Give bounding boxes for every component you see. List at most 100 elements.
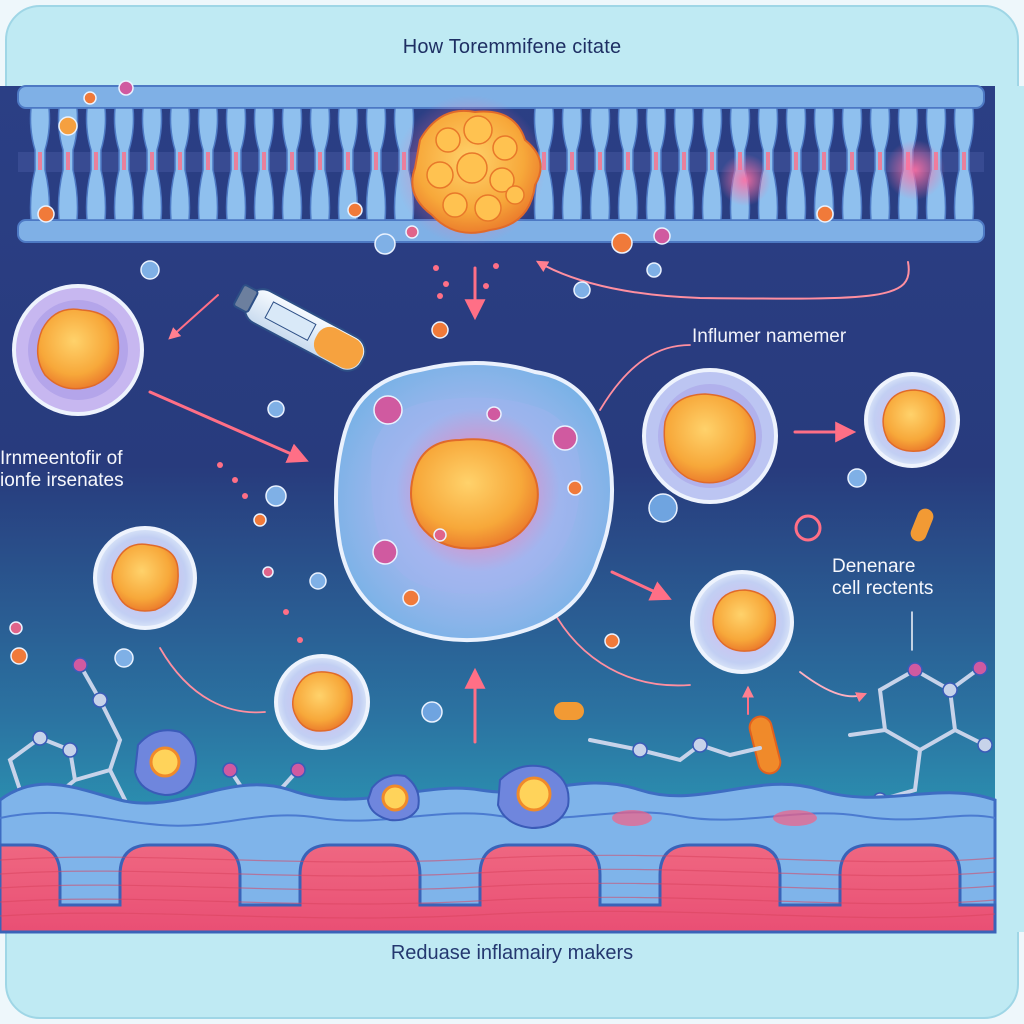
particle: [83, 91, 97, 105]
particle: [816, 205, 834, 223]
lower-right-cell: [690, 570, 794, 674]
footer-caption: Reduase inflamairy makers: [390, 942, 634, 964]
cluster-granule: [435, 127, 461, 153]
lipid-tail-marker: [374, 152, 378, 170]
immune-cell-2-core: [381, 784, 409, 812]
particle: [604, 633, 620, 649]
callout-left-line-2: ionfe irsenates: [0, 469, 124, 491]
molecule-atom: [632, 742, 648, 758]
particle: [262, 566, 274, 578]
molecule-atom: [72, 657, 88, 673]
lipid-tail-marker: [122, 152, 126, 170]
immune-cell-3-core: [516, 776, 552, 812]
immune-cell-1-core: [149, 746, 181, 778]
lipid-tail-marker: [290, 152, 294, 170]
arrow-vial-to-left-cell: [168, 294, 219, 340]
lipid-tail-marker: [94, 152, 98, 170]
lipid-tail-marker: [710, 152, 714, 170]
cluster-granule: [456, 152, 488, 184]
lipid-tail-marker: [962, 152, 966, 170]
particle: [58, 116, 78, 136]
lipid-tail-marker: [262, 152, 266, 170]
lower-left-cell: [93, 526, 197, 630]
arrow-left-to-center: [148, 390, 309, 463]
left-cell: [12, 284, 144, 416]
particle: [372, 539, 398, 565]
particle: [347, 202, 363, 218]
particle: [611, 232, 633, 254]
signal-dot: [433, 265, 439, 271]
arrow-to-molecule: [799, 671, 868, 703]
callout-right-label: Influmer namemer: [692, 326, 847, 347]
molecule-atom: [290, 762, 306, 778]
tissue-immune-cells: [133, 729, 817, 830]
molecule-atom: [62, 742, 78, 758]
tissue-spot: [612, 810, 652, 826]
particle: [265, 485, 287, 507]
molecule-atom: [942, 682, 958, 698]
signal-dot: [443, 281, 449, 287]
cluster-granule: [492, 135, 518, 161]
lipid-tail-marker: [66, 152, 70, 170]
particle: [648, 493, 678, 523]
molecule-atom: [32, 730, 48, 746]
membrane-glow-spot-right: [885, 140, 945, 200]
lipid-tail-marker: [850, 152, 854, 170]
particle: [646, 262, 662, 278]
tissue-fiber: [0, 854, 996, 863]
membrane-glow-spot: [719, 154, 771, 206]
particle: [373, 395, 403, 425]
lipid-tail-marker: [318, 152, 322, 170]
lipid-tail-marker: [346, 152, 350, 170]
particle: [402, 589, 420, 607]
tissue-fiber: [0, 882, 996, 891]
lower-middle-cell: [274, 654, 370, 750]
particle: [433, 528, 447, 542]
signal-dot: [217, 462, 223, 468]
cluster-granule: [426, 161, 454, 189]
particle: [140, 260, 160, 280]
tissue-spot-2: [773, 810, 817, 826]
particle: [374, 233, 396, 255]
molecule-atom: [972, 660, 988, 676]
lipid-tail-marker: [682, 152, 686, 170]
far-right-cell: [864, 372, 960, 468]
molecule-right-branches: [848, 666, 987, 802]
particle: [431, 321, 449, 339]
molecule-atom: [222, 762, 238, 778]
particle: [267, 400, 285, 418]
signal-dot: [283, 609, 289, 615]
callout-cell-line-2: cell rectents: [832, 577, 934, 599]
signal-dot: [493, 263, 499, 269]
callout-line-right: [599, 344, 691, 411]
glow-ring: [794, 514, 822, 542]
lipid-tail-marker: [794, 152, 798, 170]
molecule-center-chain: [588, 738, 762, 763]
lipid-tail-marker: [234, 152, 238, 170]
callout-cell-label: Denenare cell rectents: [832, 556, 933, 600]
lipid-tail-marker: [766, 152, 770, 170]
particle: [421, 701, 443, 723]
tissue-fiber: [0, 910, 996, 919]
particle: [118, 80, 134, 96]
right-cell: [642, 368, 778, 504]
scene-right-edge: [995, 86, 1024, 932]
lipid-tail-marker: [654, 152, 658, 170]
signal-dot: [483, 283, 489, 289]
signal-dot: [242, 493, 248, 499]
particle: [309, 572, 327, 590]
particle: [37, 205, 55, 223]
pathway-arrows: [148, 260, 913, 744]
lipid-tail-marker: [178, 152, 182, 170]
lipid-tail-marker: [598, 152, 602, 170]
cluster-granule: [474, 194, 502, 222]
particle: [847, 468, 867, 488]
signal-dot: [232, 477, 238, 483]
cluster-granule: [489, 167, 515, 193]
lipid-tail-marker: [822, 152, 826, 170]
molecule-atom: [907, 662, 923, 678]
lipid-tail-marker: [570, 152, 574, 170]
particle: [9, 621, 23, 635]
particle: [573, 281, 591, 299]
